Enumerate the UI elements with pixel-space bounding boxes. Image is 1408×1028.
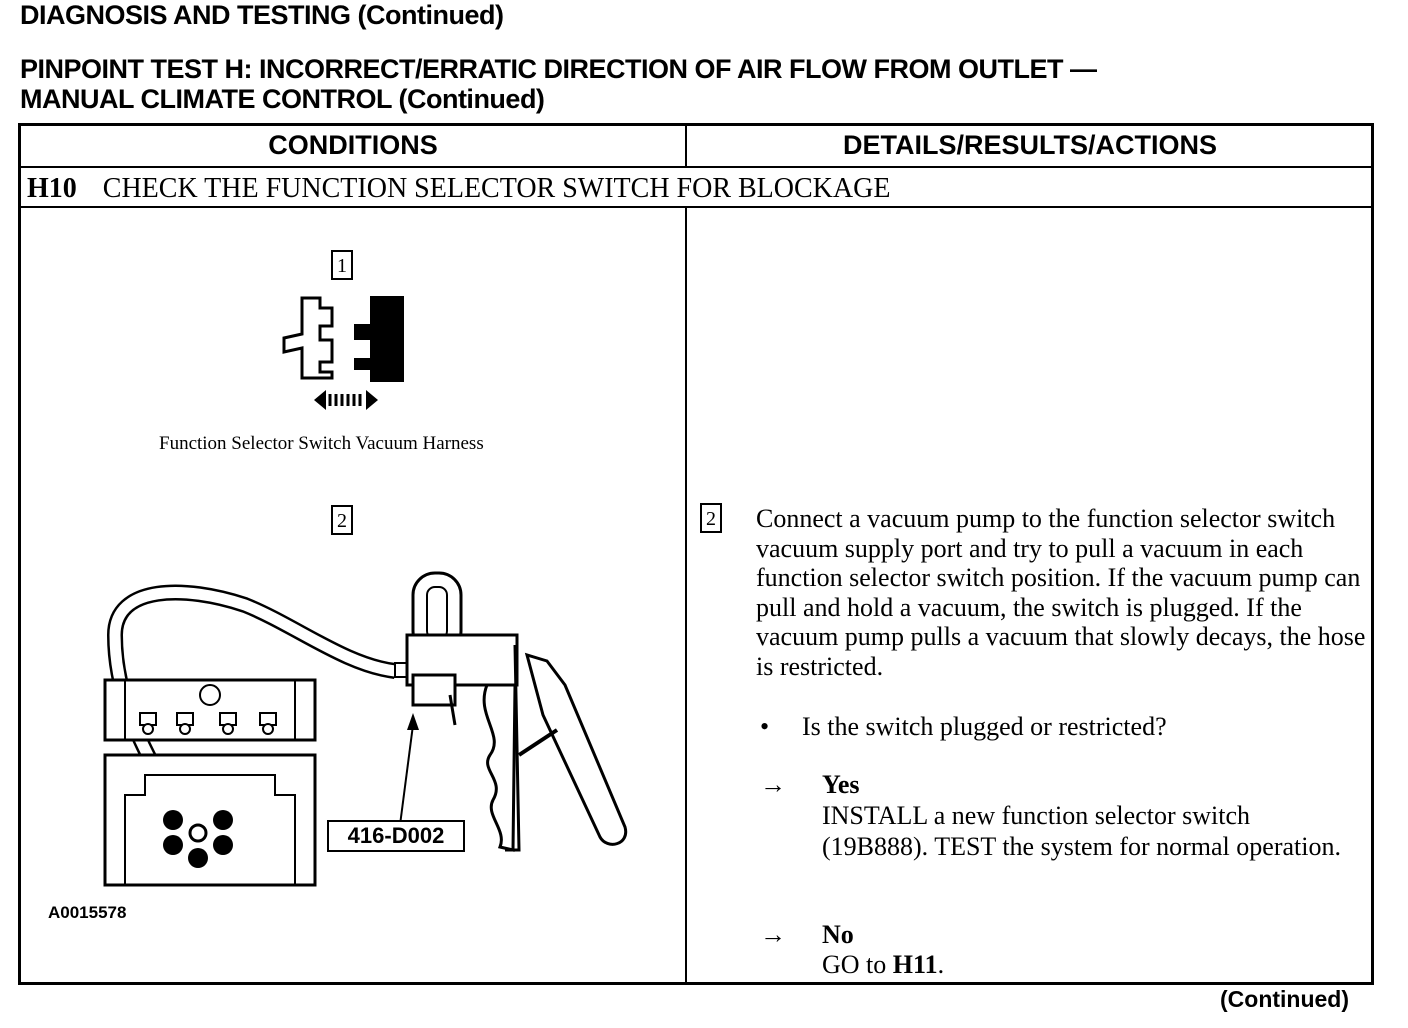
continued-footer: (Continued) xyxy=(1220,986,1350,1012)
vacuum-pump-illustration xyxy=(103,571,628,887)
step-id: H10 xyxy=(27,173,77,204)
yes-label: Yes xyxy=(822,770,860,799)
pinpoint-test-table: CONDITIONS DETAILS/RESULTS/ACTIONS H10 CH… xyxy=(18,123,1374,985)
step-title: CHECK THE FUNCTION SELECTOR SWITCH FOR B… xyxy=(102,173,891,204)
harness-caption: Function Selector Switch Vacuum Harness xyxy=(159,433,484,454)
no-action-prefix: GO to xyxy=(822,950,893,979)
no-action-text: GO to H11. xyxy=(822,950,944,980)
bullet: • xyxy=(760,712,770,741)
callout-1: 1 xyxy=(331,250,353,280)
details-callout-2: 2 xyxy=(700,503,722,533)
test-title: PINPOINT TEST H: INCORRECT/ERRATIC DIREC… xyxy=(20,54,1097,114)
tool-number-label: 416-D002 xyxy=(327,820,465,852)
column-header-conditions: CONDITIONS xyxy=(268,130,438,160)
question-text: Is the switch plugged or restricted? xyxy=(802,712,1167,741)
yes-arrow-icon: → xyxy=(760,770,786,799)
test-title-line2: MANUAL CLIMATE CONTROL (Continued) xyxy=(20,84,545,114)
callout-2: 2 xyxy=(331,505,353,535)
yes-action-text: INSTALL a new function selector switch (… xyxy=(822,801,1341,861)
instruction-text: Connect a vacuum pump to the function se… xyxy=(756,504,1366,681)
figure-reference-code: A0015578 xyxy=(48,903,127,922)
no-arrow-icon: → xyxy=(760,920,786,949)
step-row: H10 CHECK THE FUNCTION SELECTOR SWITCH FO… xyxy=(27,173,890,205)
no-label: No xyxy=(822,920,854,949)
test-title-line1: PINPOINT TEST H: INCORRECT/ERRATIC DIREC… xyxy=(20,54,1097,84)
no-action-target-link[interactable]: H11 xyxy=(892,950,938,979)
section-heading: DIAGNOSIS AND TESTING (Continued) xyxy=(20,0,504,30)
column-header-details: DETAILS/RESULTS/ACTIONS xyxy=(842,130,1217,160)
vacuum-harness-illustration xyxy=(282,296,404,410)
no-action-suffix: . xyxy=(937,950,945,979)
